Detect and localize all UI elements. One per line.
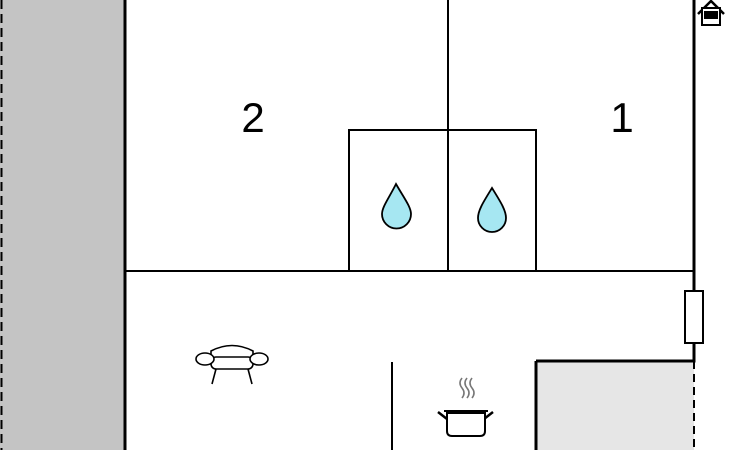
room-number-1: 1 [610, 94, 633, 141]
water-drop-icon [381, 182, 412, 230]
water-drop-icon [477, 186, 507, 233]
cooking-pot-icon [437, 377, 494, 437]
bathroom-block [348, 129, 537, 272]
room-number-2: 2 [241, 94, 264, 141]
house-icon [697, 0, 725, 26]
exterior-area-left [0, 0, 125, 450]
sofa-icon [195, 344, 269, 385]
window [684, 290, 704, 344]
exterior-area-right [536, 361, 694, 450]
